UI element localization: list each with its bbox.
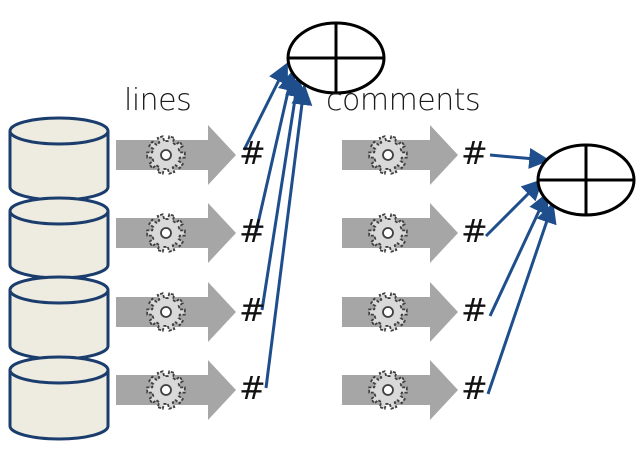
map-stage-1-arrows <box>116 125 236 420</box>
lines-label: lines <box>124 83 192 118</box>
disk-1 <box>8 116 110 202</box>
link-arrow <box>486 202 557 395</box>
gear-icon <box>146 213 186 253</box>
comments-label: comments <box>326 83 481 118</box>
disk-4 <box>8 355 110 441</box>
map-stage-2-arrows <box>342 125 458 420</box>
map-output-hash: # <box>461 291 488 329</box>
map-output-hash: # <box>461 212 488 250</box>
gear-icon <box>146 370 186 410</box>
link-arrow <box>488 192 549 317</box>
map-output-hash: # <box>461 369 488 407</box>
gear-icon <box>368 135 408 175</box>
reducer-2 <box>536 143 636 217</box>
gear-icon <box>146 292 186 332</box>
disk-stack <box>8 116 110 441</box>
disk-2 <box>8 196 110 280</box>
map-output-hash: # <box>239 369 266 407</box>
map-output-hash: # <box>461 134 488 172</box>
disk-3 <box>8 275 110 361</box>
gear-icon <box>368 292 408 332</box>
gears <box>146 135 408 410</box>
link-arrow <box>254 69 299 233</box>
reducer-1 <box>286 21 386 95</box>
map-output-hash: # <box>239 212 266 250</box>
map-output-hash: # <box>239 134 266 172</box>
map-output-hash: # <box>239 291 266 329</box>
gear-icon <box>368 370 408 410</box>
gear-icon <box>146 135 186 175</box>
gear-icon <box>368 213 408 253</box>
link-arrow <box>489 148 551 169</box>
reduce-links <box>242 62 557 395</box>
link-arrow <box>260 75 306 311</box>
link-arrow <box>484 179 543 238</box>
link-arrow <box>264 83 313 389</box>
